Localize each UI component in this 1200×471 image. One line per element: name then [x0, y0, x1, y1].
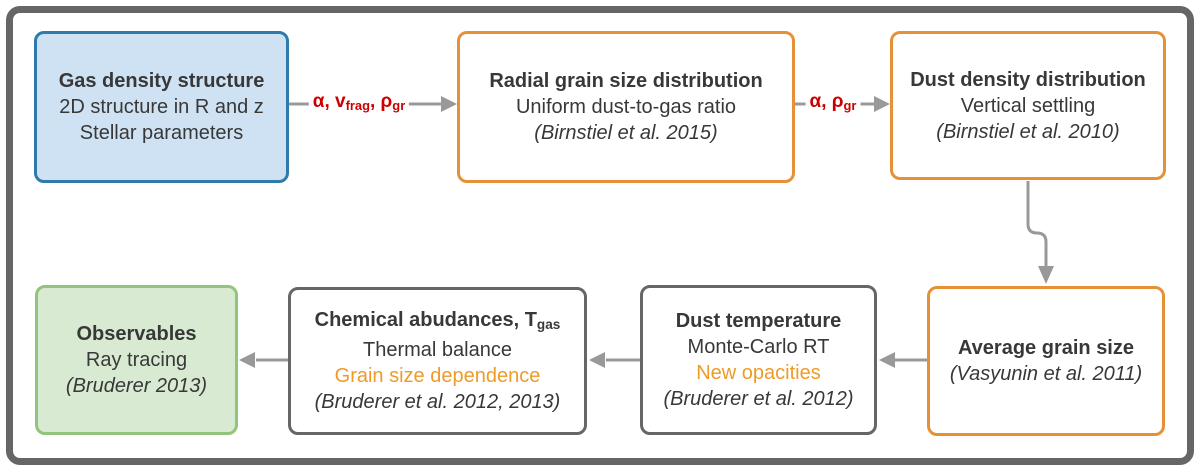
arrow-label-alpha-vfrag-rhogr: α, vfrag, ρgr — [308, 90, 410, 118]
diagram-outer-frame — [6, 6, 1194, 465]
box-average-grain-size: Average grain size(Vasyunin et al. 2011) — [927, 286, 1165, 436]
arrow-label-alpha-rhogr: α, ρgr — [805, 90, 861, 118]
